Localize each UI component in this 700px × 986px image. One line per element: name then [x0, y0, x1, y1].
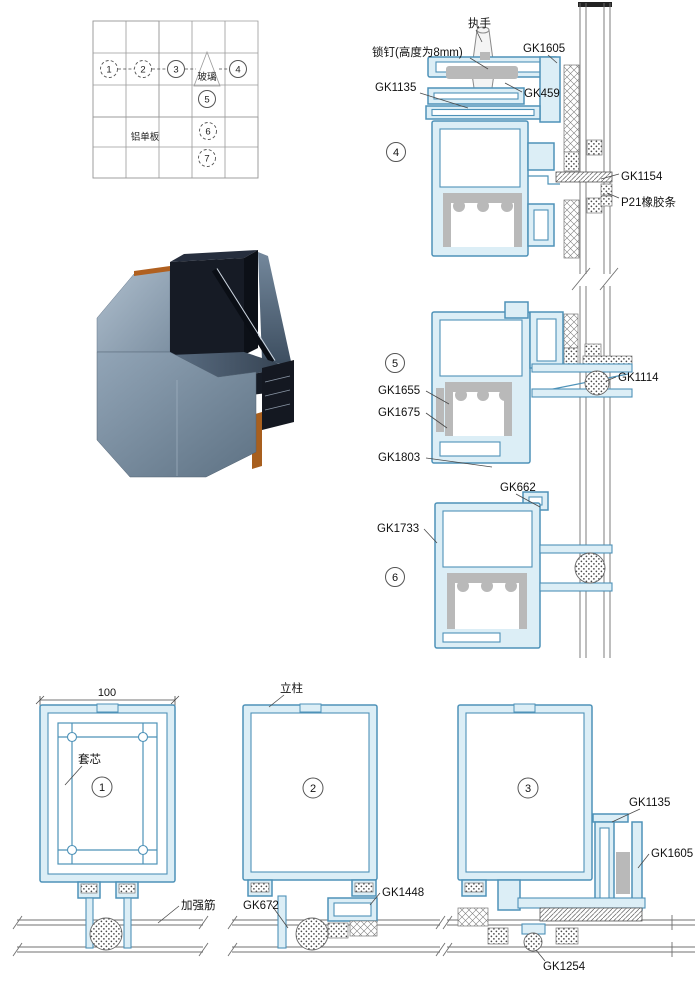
gk1254-label: GK1254: [543, 961, 586, 973]
detail-5-bubble: 5: [385, 353, 405, 373]
legend-circle-5: 5: [198, 90, 216, 108]
profile-2-bubble: 2: [302, 777, 324, 799]
gk1135-cap: [592, 813, 629, 823]
transom-arm-bottom: [539, 582, 613, 592]
gk459-label: GK459: [524, 88, 560, 100]
dimension-100-value: 100: [98, 687, 116, 699]
glass-label: 玻璃: [197, 71, 216, 83]
profile-section-2: 2 立柱 GK672 GK1448: [227, 681, 446, 957]
curtainwall-mullion-lines: [571, 2, 619, 658]
gk1448-label: GK1448: [382, 887, 424, 899]
lockpin-label: 锁钉(高度为8mm): [372, 45, 463, 59]
render-hardware-block: [262, 360, 294, 430]
aluminum-panel-label: 铝单板: [131, 131, 160, 143]
break-mark: [571, 267, 619, 291]
profile-1-bubble: 1: [91, 776, 113, 798]
detail-4-number: 4: [393, 147, 399, 159]
profile-3-bubble: 3: [517, 777, 539, 799]
render-glass-cavity: [258, 252, 292, 366]
gk1605-rail: [631, 821, 643, 911]
sill-arm-top: [531, 363, 633, 373]
detail-6-bubble: 6: [385, 567, 405, 587]
legend-circle-7: 7: [198, 149, 216, 167]
render-tube-front: [170, 258, 244, 357]
detail-5-number: 5: [392, 358, 398, 370]
gk672-leg: [277, 895, 287, 949]
detail-section-5: 5 GK1655 GK1675 GK1803 GK1114: [378, 301, 659, 468]
legend-num-3: 3: [173, 65, 178, 76]
render-lower-panel: [96, 351, 257, 478]
legend-circle-2: 2: [134, 60, 152, 78]
handle-label: 执手: [468, 16, 491, 30]
gk1803-label: GK1803: [378, 452, 420, 464]
gk1675-strip: [436, 388, 444, 432]
gk1605-label-p3: GK1605: [651, 848, 693, 860]
gk1114-gasket: [584, 370, 610, 396]
p21-label: P21橡胶条: [621, 195, 676, 209]
detail-6-number: 6: [392, 572, 398, 584]
legend-grid: 1 2 3 4 5 6 7 玻璃 铝单板: [92, 20, 259, 179]
render-glass-fin-highlight: [216, 268, 276, 361]
legend-num-5: 5: [204, 95, 209, 106]
sill-ledge: [517, 897, 646, 909]
gk1655-label: GK1655: [378, 385, 420, 397]
legend-num-7: 7: [204, 154, 209, 165]
gk1154-gasket-strip: [555, 171, 613, 183]
gk672-label: GK672: [243, 900, 279, 912]
render-tube-top: [170, 250, 258, 262]
sleeve-core-label: 套芯: [78, 752, 101, 766]
legend-circle-4: 4: [229, 60, 247, 78]
detail-section-4: 4 执手 锁钉(高度为8mm) GK1605 GK1135 GK459 GK11…: [372, 16, 676, 259]
detail-4-bubble: 4: [386, 142, 406, 162]
profile-3d-render: [96, 250, 294, 478]
profile-3-number: 3: [525, 783, 531, 795]
sleeve-core: [57, 722, 158, 865]
p21-rubber-upper: [600, 183, 613, 196]
detail-section-6: 6 GK662 GK1733: [377, 482, 613, 649]
legend-num-6: 6: [205, 127, 210, 138]
gk1733-label: GK1733: [377, 523, 419, 535]
packing-strip: [539, 907, 643, 922]
render-upper-panel: [96, 269, 171, 353]
profile-2-number: 2: [310, 783, 316, 795]
render-wood-edge-top: [134, 266, 170, 276]
mullion-label: 立柱: [280, 681, 303, 695]
gk1135-label-d4: GK1135: [375, 82, 416, 94]
transom-arm-top: [539, 544, 613, 554]
render-sill-top: [170, 352, 292, 379]
sill-arm-bottom: [531, 388, 633, 398]
legend-num-1: 1: [106, 65, 111, 76]
gk662-label: GK662: [500, 482, 536, 494]
lock-pin: [480, 52, 490, 60]
legend-circle-3: 3: [167, 60, 185, 78]
profile-1-number: 1: [99, 782, 105, 794]
foam-rod-p1: [89, 917, 123, 951]
legend-num-4: 4: [235, 65, 240, 76]
render-glass-fin: [211, 268, 275, 364]
gk1675-label: GK1675: [378, 407, 420, 419]
legend-circle-1: 1: [100, 60, 118, 78]
reinforcement-rib-label: 加强筋: [181, 898, 216, 912]
gk459-lock-block: [446, 66, 518, 79]
gk1135-label-p3: GK1135: [629, 797, 670, 809]
gk1605-label-d4: GK1605: [523, 43, 565, 55]
legend-circle-6: 6: [199, 122, 217, 140]
foam-rod-p2: [295, 917, 329, 951]
profile-section-1: 100 1 套芯 加强筋: [12, 687, 216, 957]
foam-rod: [574, 552, 606, 584]
profile-section-3: 3 GK1135 GK1605 GK1254: [442, 703, 695, 973]
dimension-100: 100: [35, 687, 180, 706]
gk1114-label: GK1114: [618, 372, 659, 384]
p21-rubber-lower: [600, 195, 613, 207]
gk1154-label: GK1154: [621, 171, 663, 183]
legend-num-2: 2: [140, 65, 145, 76]
gk1254-gasket: [523, 932, 543, 952]
